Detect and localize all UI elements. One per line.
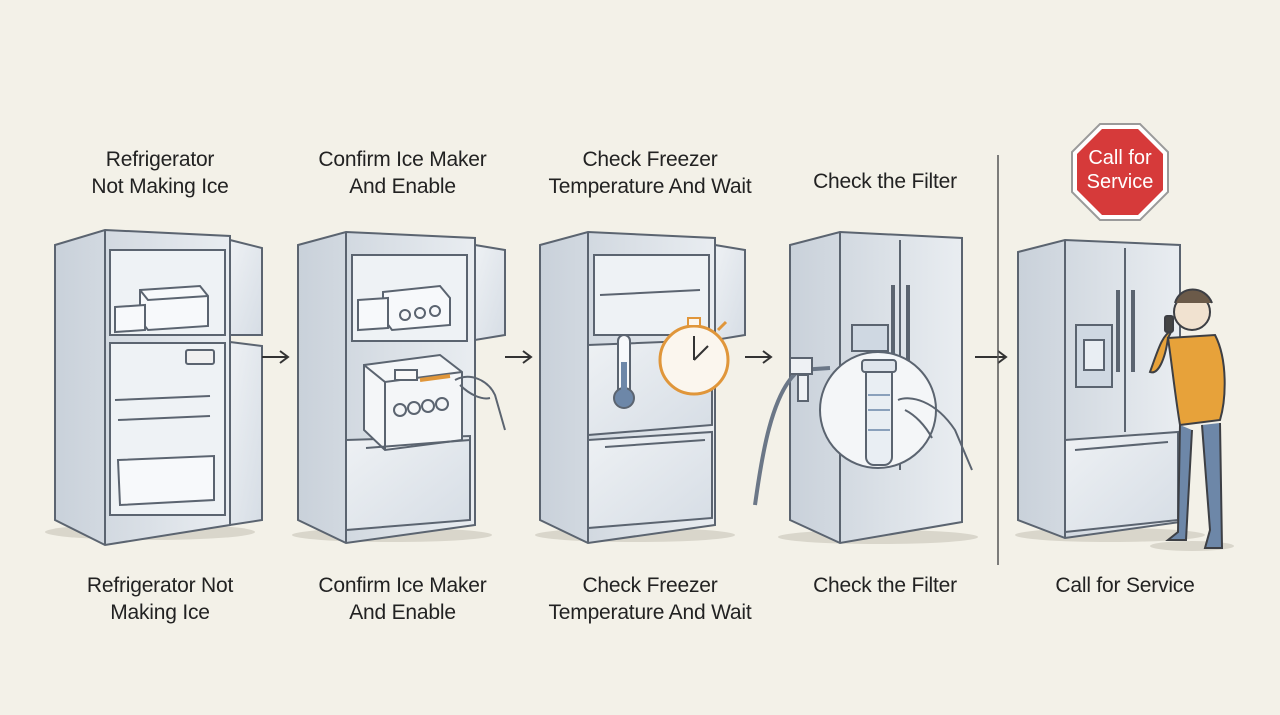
fridge-filter bbox=[753, 230, 978, 545]
water-filter-icon bbox=[819, 351, 937, 469]
stopwatch-icon bbox=[658, 317, 730, 396]
arrow-right-icon bbox=[262, 350, 290, 364]
stop-sign-text: Call for Service bbox=[1072, 146, 1168, 194]
fridge-service bbox=[1015, 238, 1205, 542]
phone-person-icon bbox=[1148, 288, 1234, 551]
fridge-temperature bbox=[535, 230, 746, 545]
ice-maker-icon bbox=[363, 353, 463, 452]
ice-tray-icon bbox=[139, 284, 209, 332]
stop-sign bbox=[1071, 123, 1169, 221]
step-4-top-label: Check the Filter bbox=[813, 170, 957, 193]
arrow-right-icon bbox=[505, 350, 533, 364]
step-5-bottom-label: Call for Service bbox=[1055, 574, 1195, 597]
stop-sign-line-2: Service bbox=[1086, 171, 1154, 193]
arrow-right-icon bbox=[745, 350, 773, 364]
thermometer-icon bbox=[613, 334, 635, 409]
fridge-open-empty bbox=[45, 228, 263, 547]
step-4-bottom-label: Check the Filter bbox=[813, 574, 957, 597]
stop-sign-line-1: Call for bbox=[1088, 147, 1152, 169]
fridge-ice-maker bbox=[292, 230, 506, 545]
arrow-right-icon bbox=[975, 350, 1008, 364]
